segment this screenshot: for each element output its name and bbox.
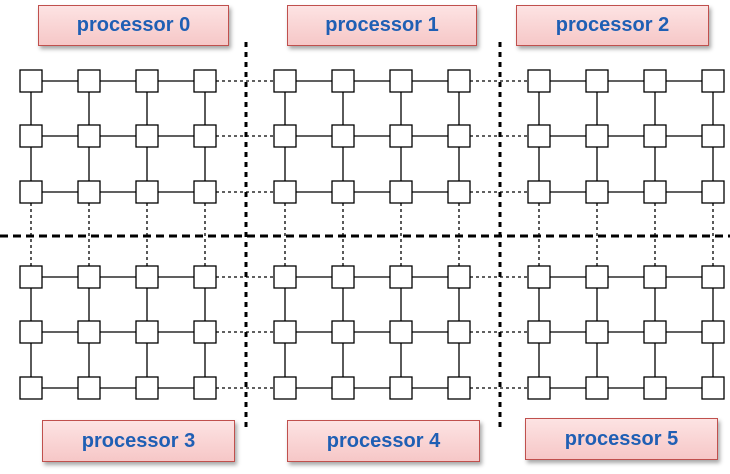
mesh-node [585, 180, 609, 204]
mesh-node [447, 180, 471, 204]
mesh-node [273, 376, 297, 400]
mesh-node [643, 180, 667, 204]
mesh-node [135, 376, 159, 400]
mesh-node [77, 320, 101, 344]
mesh-node [19, 180, 43, 204]
mesh-node [389, 376, 413, 400]
mesh-node [193, 124, 217, 148]
mesh-node [585, 265, 609, 289]
processor-1-label: processor 1 [287, 5, 477, 46]
mesh-node [447, 376, 471, 400]
mesh-node [643, 69, 667, 93]
mesh-node [643, 376, 667, 400]
mesh-node [77, 265, 101, 289]
mesh-node [19, 320, 43, 344]
mesh-node [331, 124, 355, 148]
mesh-node [273, 124, 297, 148]
mesh-node [527, 376, 551, 400]
mesh-node [331, 69, 355, 93]
mesh-node [701, 124, 725, 148]
mesh-node [135, 180, 159, 204]
mesh-node [447, 69, 471, 93]
mesh-node [447, 265, 471, 289]
mesh-node [643, 320, 667, 344]
mesh-node [701, 180, 725, 204]
mesh-node [527, 180, 551, 204]
processor-3-label: processor 3 [42, 420, 235, 462]
mesh-node [193, 320, 217, 344]
mesh-node [331, 180, 355, 204]
mesh-node [331, 376, 355, 400]
mesh-node [585, 320, 609, 344]
mesh-node [389, 124, 413, 148]
mesh-node [19, 69, 43, 93]
mesh-node [273, 69, 297, 93]
mesh-node [19, 376, 43, 400]
mesh-node [273, 265, 297, 289]
mesh-node [273, 320, 297, 344]
mesh-node [527, 124, 551, 148]
mesh-node [701, 320, 725, 344]
mesh-node [643, 265, 667, 289]
mesh-node [135, 69, 159, 93]
mesh-node [389, 265, 413, 289]
mesh-node [19, 265, 43, 289]
mesh-node [585, 376, 609, 400]
mesh-node [585, 69, 609, 93]
processor-4-label: processor 4 [287, 420, 480, 462]
processor-2-label: processor 2 [516, 5, 709, 46]
mesh-node [193, 180, 217, 204]
mesh-node [701, 69, 725, 93]
mesh-node [701, 376, 725, 400]
mesh-node [331, 320, 355, 344]
mesh-node [77, 69, 101, 93]
mesh-node [701, 265, 725, 289]
mesh-node [273, 180, 297, 204]
processor-0-label: processor 0 [38, 5, 229, 46]
processor-5-label: processor 5 [525, 418, 718, 460]
mesh-node [527, 265, 551, 289]
mesh-node [447, 320, 471, 344]
mesh-node [19, 124, 43, 148]
mesh-node [585, 124, 609, 148]
mesh-node [331, 265, 355, 289]
mesh-node [643, 124, 667, 148]
mesh-node [77, 180, 101, 204]
mesh-node [193, 265, 217, 289]
mesh-node [77, 376, 101, 400]
mesh-node [527, 320, 551, 344]
mesh-node [389, 69, 413, 93]
mesh-node [447, 124, 471, 148]
mesh-node [389, 320, 413, 344]
mesh-node [193, 376, 217, 400]
mesh-node [135, 124, 159, 148]
mesh-node [527, 69, 551, 93]
mesh-node [77, 124, 101, 148]
mesh-node [193, 69, 217, 93]
mesh-node [135, 265, 159, 289]
mesh-node [135, 320, 159, 344]
mesh-node [389, 180, 413, 204]
